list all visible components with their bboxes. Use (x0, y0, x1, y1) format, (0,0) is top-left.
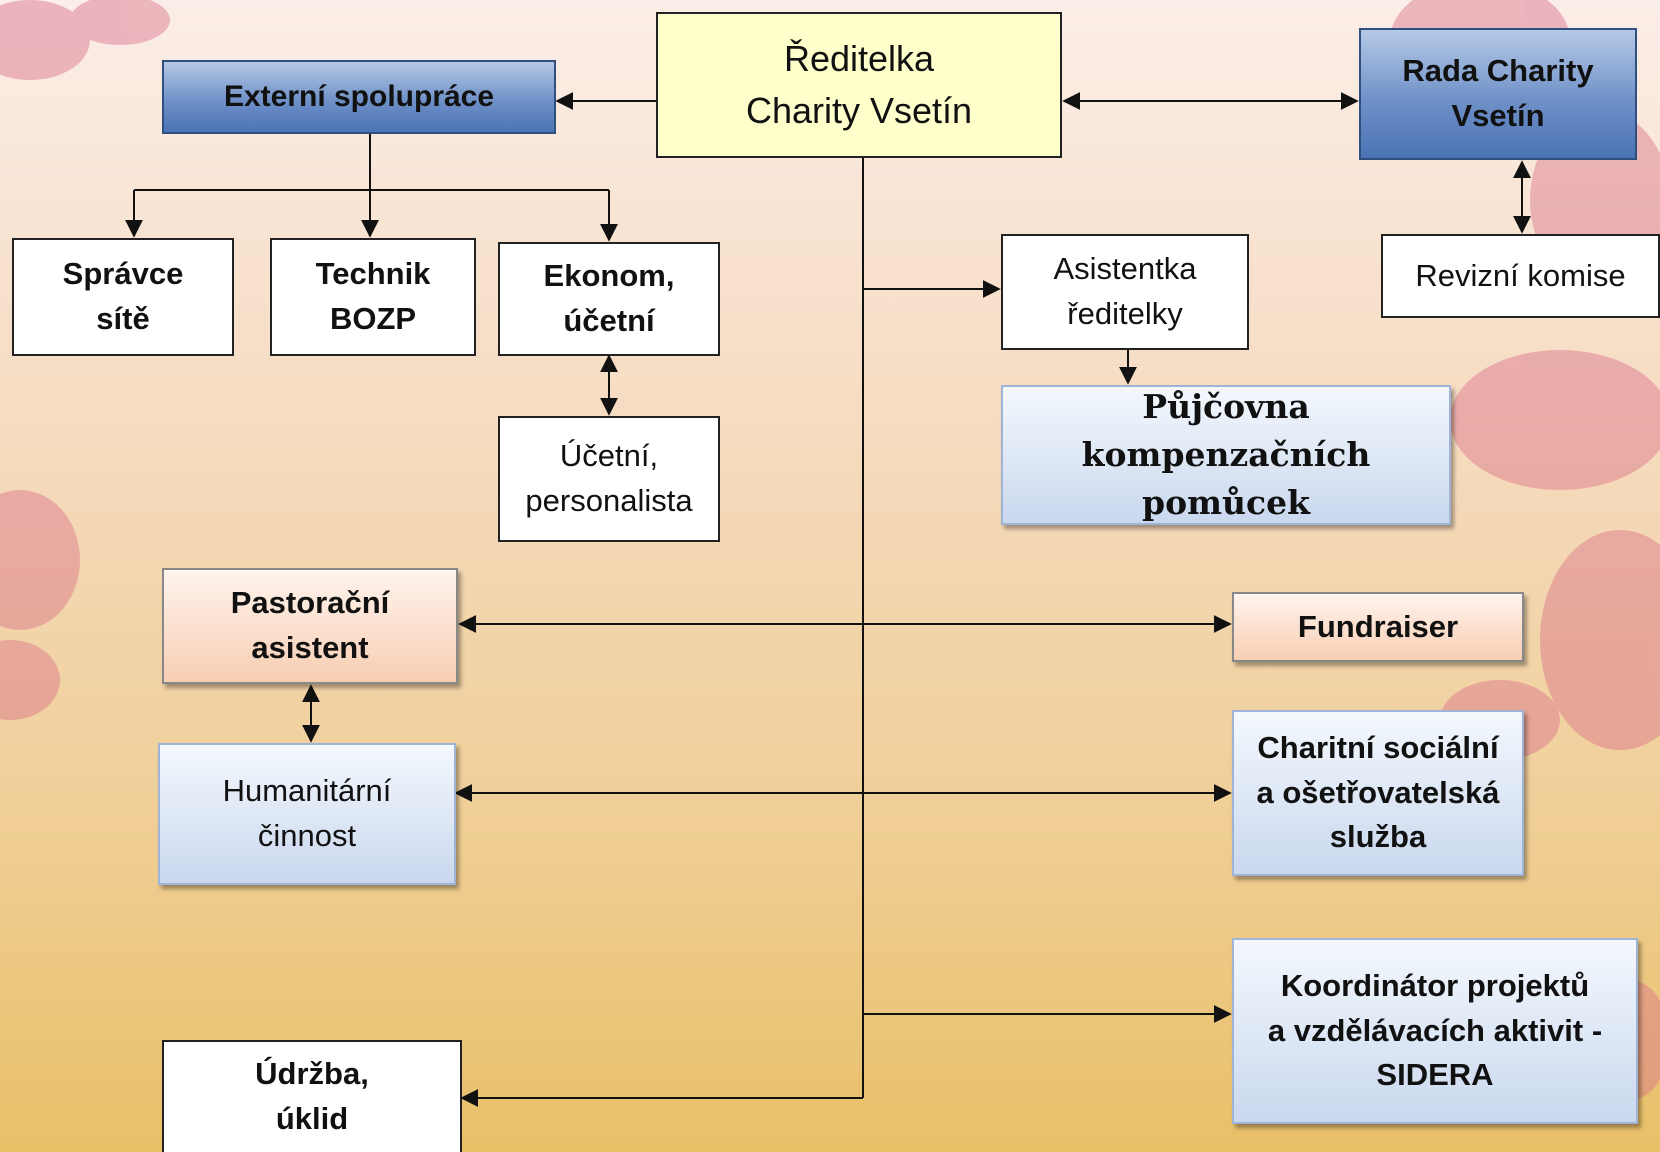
node-humanitarian-line1: Humanitární (222, 773, 392, 809)
node-audit-line1: Revizní komise (1415, 257, 1626, 293)
node-rental-line2: kompenzačních pomůcek (1081, 435, 1371, 522)
node-pastoral-line2: asistent (251, 630, 369, 665)
node-economist-line2: účetní (563, 303, 655, 338)
node-social-line2: a ošetřovatelská (1256, 774, 1500, 810)
node-external-cooperation: Externí spolupráce (162, 60, 556, 134)
node-director-line2: Charity Vsetín (745, 90, 973, 131)
node-coordinator-line2: a vzdělávacích aktivit - (1267, 1012, 1603, 1048)
node-pastoral-line1: Pastorační (230, 585, 390, 621)
node-council-line1: Rada Charity (1402, 53, 1594, 89)
node-accountant-line2: personalista (525, 483, 693, 518)
node-director-line1: Ředitelka (783, 37, 935, 79)
node-pastoral-assistant: Pastorační asistent (162, 568, 458, 684)
node-assistant-line2: ředitelky (1067, 296, 1183, 331)
node-director: Ředitelka Charity Vsetín (656, 12, 1062, 158)
node-economist: Ekonom, účetní (498, 242, 720, 356)
node-economist-line1: Ekonom, (543, 258, 675, 294)
node-maintenance-line1: Údržba, (255, 1056, 369, 1092)
node-humanitarian-line2: činnost (257, 818, 357, 853)
node-accountant-line1: Účetní, (559, 438, 659, 474)
node-network-admin: Správce sítě (12, 238, 234, 356)
node-council-line2: Vsetín (1451, 98, 1545, 133)
node-coordinator-line3: SIDERA (1376, 1057, 1494, 1093)
node-rental: Půjčovna kompenzačních pomůcek (1001, 385, 1451, 525)
node-maintenance: Údržba, úklid (162, 1040, 462, 1152)
node-network-admin-line2: sítě (96, 301, 150, 336)
node-social-service: Charitní sociální a ošetřovatelská služb… (1232, 710, 1524, 876)
node-coordinator-line1: Koordinátor projektů (1280, 967, 1590, 1003)
node-technician-line1: Technik (315, 256, 431, 292)
node-coordinator: Koordinátor projektů a vzdělávacích akti… (1232, 938, 1638, 1124)
node-network-admin-line1: Správce (62, 256, 184, 292)
node-maintenance-line2: úklid (275, 1101, 349, 1136)
node-fundraiser: Fundraiser (1232, 592, 1524, 662)
node-audit-committee: Revizní komise (1381, 234, 1660, 318)
node-assistant-line1: Asistentka (1053, 251, 1197, 287)
node-technician: Technik BOZP (270, 238, 476, 356)
node-humanitarian: Humanitární činnost (158, 743, 456, 885)
node-assistant: Asistentka ředitelky (1001, 234, 1249, 350)
node-rental-line1: Půjčovna (1142, 387, 1310, 427)
node-social-line3: služba (1329, 819, 1427, 855)
node-fundraiser-line1: Fundraiser (1297, 608, 1459, 644)
node-accountant: Účetní, personalista (498, 416, 720, 542)
node-external-line1: Externí spolupráce (223, 80, 495, 114)
node-technician-line2: BOZP (329, 301, 417, 336)
node-social-line1: Charitní sociální (1257, 729, 1499, 765)
node-council: Rada Charity Vsetín (1359, 28, 1637, 160)
